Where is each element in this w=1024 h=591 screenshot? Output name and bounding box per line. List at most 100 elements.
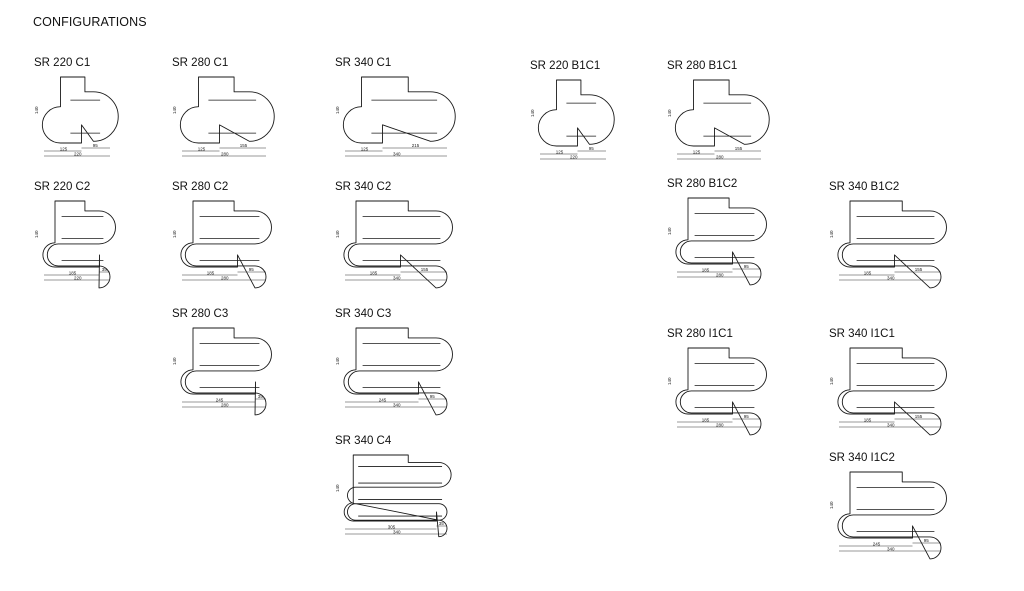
dim-total: 220 bbox=[74, 151, 82, 156]
depth-label: 140 bbox=[34, 230, 39, 238]
config-name: SR 340 I1C1 bbox=[829, 328, 895, 340]
dim-upper: 155 bbox=[915, 414, 923, 419]
dim-total: 340 bbox=[887, 546, 895, 551]
dim-total: 280 bbox=[221, 151, 229, 156]
sofa-outline bbox=[674, 79, 770, 147]
config-name: SR 340 B1C2 bbox=[829, 181, 900, 193]
dim-upper: 155 bbox=[915, 267, 923, 272]
dim-upper: 95 bbox=[924, 538, 930, 543]
depth-label: 140 bbox=[667, 109, 672, 117]
dim-lower: 185 bbox=[864, 417, 872, 422]
depth-label: 140 bbox=[335, 106, 340, 114]
dim-lower: 245 bbox=[379, 397, 387, 402]
sofa-outline bbox=[180, 327, 272, 416]
config-name: SR 280 I1C1 bbox=[667, 328, 733, 340]
dim-lower: 185 bbox=[702, 267, 710, 272]
dim-lower: 185 bbox=[864, 270, 872, 275]
sofa-outline bbox=[41, 76, 119, 144]
config-name: SR 340 C3 bbox=[335, 308, 392, 320]
dim-upper: 95 bbox=[249, 267, 255, 272]
sofa-outline bbox=[343, 454, 452, 538]
config-name: SR 220 C1 bbox=[34, 57, 91, 69]
dim-total: 280 bbox=[716, 154, 724, 159]
dim-upper: 35 bbox=[439, 521, 445, 526]
depth-label: 140 bbox=[172, 106, 177, 114]
config-name: SR 280 B1C2 bbox=[667, 178, 738, 190]
depth-label: 140 bbox=[335, 484, 340, 492]
sofa-diagram: 140 95 245 340 bbox=[829, 471, 947, 560]
sofa-diagram: 140 95 245 340 bbox=[335, 327, 453, 416]
dim-total: 340 bbox=[393, 275, 401, 280]
dim-lower: 245 bbox=[873, 541, 881, 546]
dim-upper: 95 bbox=[430, 394, 436, 399]
dim-total: 220 bbox=[570, 154, 578, 159]
dim-upper: 35 bbox=[102, 267, 108, 272]
config-name: SR 220 C2 bbox=[34, 181, 91, 193]
dim-lower: 305 bbox=[388, 524, 396, 529]
sofa-outline bbox=[837, 200, 947, 289]
sofa-outline bbox=[537, 79, 615, 147]
sofa-outline bbox=[837, 471, 947, 560]
dim-lower: 125 bbox=[361, 146, 369, 151]
config-name: SR 340 C2 bbox=[335, 181, 392, 193]
depth-label: 140 bbox=[172, 230, 177, 238]
dim-upper: 95 bbox=[589, 146, 595, 151]
dim-total: 280 bbox=[221, 275, 229, 280]
dim-lower: 185 bbox=[702, 417, 710, 422]
config-name: SR 280 C1 bbox=[172, 57, 229, 69]
depth-label: 140 bbox=[335, 357, 340, 365]
dim-upper: 155 bbox=[735, 146, 743, 151]
depth-label: 140 bbox=[34, 106, 39, 114]
depth-label: 140 bbox=[667, 377, 672, 385]
depth-label: 140 bbox=[829, 501, 834, 509]
dim-upper: 215 bbox=[412, 143, 420, 148]
depth-label: 140 bbox=[829, 377, 834, 385]
config-name: SR 280 B1C1 bbox=[667, 60, 738, 72]
sofa-outline bbox=[342, 76, 456, 144]
dim-total: 340 bbox=[887, 275, 895, 280]
depth-label: 140 bbox=[667, 227, 672, 235]
config-name: SR 340 I1C2 bbox=[829, 452, 895, 464]
sofa-diagram: 140 155 185 340 bbox=[829, 347, 947, 436]
dim-upper: 95 bbox=[744, 264, 750, 269]
dim-lower: 185 bbox=[207, 270, 215, 275]
dim-lower: 125 bbox=[693, 149, 701, 154]
dim-total: 340 bbox=[393, 529, 401, 534]
sofa-diagram: 140 95 185 280 bbox=[172, 200, 272, 289]
depth-label: 140 bbox=[172, 357, 177, 365]
dim-upper: 95 bbox=[744, 414, 750, 419]
config-name: SR 340 C4 bbox=[335, 435, 392, 447]
depth-label: 140 bbox=[530, 109, 535, 117]
sofa-diagram: 140 155 185 340 bbox=[829, 200, 947, 289]
dim-total: 340 bbox=[393, 402, 401, 407]
dim-lower: 125 bbox=[198, 146, 206, 151]
dim-upper: 95 bbox=[93, 143, 99, 148]
sofa-diagram: 140 95 125 220 bbox=[34, 76, 119, 156]
dim-lower: 125 bbox=[60, 146, 68, 151]
sofa-outline bbox=[180, 200, 272, 289]
dim-total: 340 bbox=[887, 422, 895, 427]
dim-total: 220 bbox=[74, 275, 82, 280]
sofa-outline bbox=[837, 347, 947, 436]
config-name: SR 340 C1 bbox=[335, 57, 392, 69]
depth-label: 140 bbox=[829, 230, 834, 238]
depth-label: 140 bbox=[335, 230, 340, 238]
page-title: CONFIGURATIONS bbox=[33, 15, 147, 29]
dim-lower: 185 bbox=[69, 270, 77, 275]
config-name: SR 280 C2 bbox=[172, 181, 229, 193]
dim-lower: 185 bbox=[370, 270, 378, 275]
dim-total: 280 bbox=[221, 402, 229, 407]
dim-total: 280 bbox=[716, 422, 724, 427]
sofa-outline bbox=[675, 347, 767, 436]
dim-lower: 245 bbox=[216, 397, 224, 402]
sofa-diagram: 140 95 185 280 bbox=[667, 197, 767, 286]
config-name: SR 220 B1C1 bbox=[530, 60, 601, 72]
dim-total: 280 bbox=[716, 272, 724, 277]
sofa-outline bbox=[675, 197, 767, 286]
